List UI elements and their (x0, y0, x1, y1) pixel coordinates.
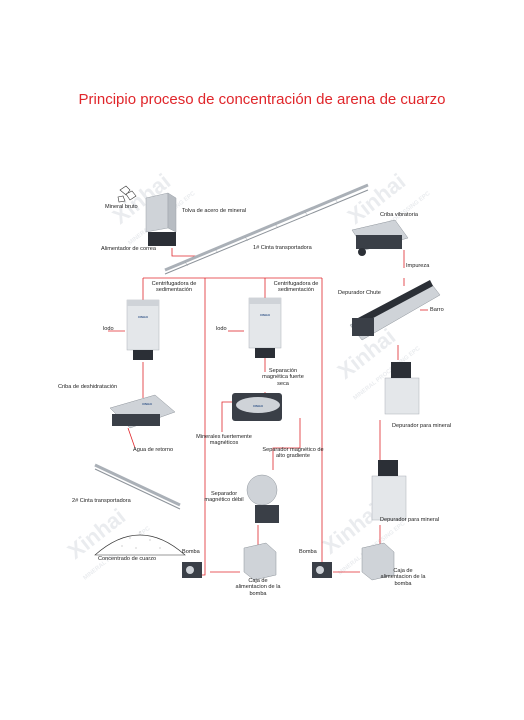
label-sep-alto-gradiente: Separador magnético de alto gradiente (262, 447, 324, 460)
label-barro: Barro (430, 307, 444, 313)
ore-scrubber-1-icon (384, 362, 420, 415)
label-lodo-2: lodo (216, 326, 227, 332)
ore-scrubber-2-icon (371, 460, 407, 521)
centrifuge-1-icon: XINHAI (126, 299, 160, 360)
flow-line-to-bomba-2 (318, 278, 323, 576)
label-minerales-fuertemente: Minerales fuertemente magnéticos (196, 434, 252, 447)
svg-text:XINHAI: XINHAI (142, 402, 152, 406)
chute-scrubber-icon (349, 280, 441, 341)
label-depurador-1: Depurador para mineral (392, 423, 452, 429)
flow-line-to-bomba-1 (186, 278, 206, 576)
label-alimentador: Alimentador de correa (101, 246, 157, 252)
flow-line-agua (127, 427, 136, 449)
raw-ore-icon (117, 185, 137, 203)
pump-feed-box-1-icon (243, 542, 277, 581)
label-sep-debil: Separador magnético débil (204, 491, 244, 504)
label-cinta-2: 2# Cinta transportadora (72, 498, 131, 504)
page-title: Principio proceso de concentración de ar… (78, 91, 446, 108)
centrifuge-2-icon: XINHAI (248, 297, 282, 358)
label-mineral-bruto: Mineral bruto (105, 204, 138, 210)
dry-magnetic-separator-icon: XINHAI (232, 393, 282, 421)
label-agua-retorno: Agua de retorno (133, 447, 174, 453)
high-gradient-separator-icon (246, 474, 279, 523)
quartz-concentrate-pile-icon (94, 531, 186, 556)
label-caja-1: Caja de alimentacion de la bomba (235, 578, 281, 597)
label-centrifugadora-2: Centrifugadora de sedimentación (273, 281, 319, 294)
pump-feed-box-2-icon (361, 542, 395, 581)
label-impureza: Impureza (406, 263, 430, 269)
label-bomba-1: Bomba (182, 549, 200, 555)
flow-line-feeder (171, 248, 198, 257)
label-centrifugadora-1: Centrifugadora de sedimentación (151, 281, 197, 294)
label-tolva: Tolva de acero de mineral (182, 208, 247, 214)
label-lodo-1: lodo (103, 326, 114, 332)
label-criba-deshidratacion: Criba de deshidratación (58, 384, 118, 390)
label-bomba-2: Bomba (299, 549, 317, 555)
vibrating-screen-icon (351, 219, 409, 256)
label-cinta-1: 1# Cinta transportadora (253, 245, 312, 251)
label-criba-vibratoria: Criba vibratoria (380, 212, 418, 218)
dewatering-screen-icon: XINHAI (109, 394, 176, 429)
conveyor-2-icon (94, 463, 181, 510)
label-caja-2: Caja de alimentacion de la bomba (380, 568, 426, 587)
label-concentrado: Concentrado de cuarzo (98, 556, 157, 562)
svg-text:XINHAI: XINHAI (260, 313, 270, 317)
pump-1-icon (182, 562, 202, 578)
label-depurador-2: Depurador para mineral (380, 517, 440, 523)
flow-line-minerales (221, 401, 232, 432)
label-depurador-chute: Depurador Chute (338, 290, 381, 296)
flow-line-to-alto-gradiente (272, 418, 301, 470)
conveyor-1-icon (164, 183, 369, 275)
svg-text:XINHAI: XINHAI (253, 404, 263, 408)
label-sep-magnetica-seca: Separación magnética fuerte seca (262, 368, 304, 387)
pump-2-icon (312, 562, 332, 578)
svg-text:XINHAI: XINHAI (138, 315, 148, 319)
steel-hopper-icon (145, 192, 177, 246)
